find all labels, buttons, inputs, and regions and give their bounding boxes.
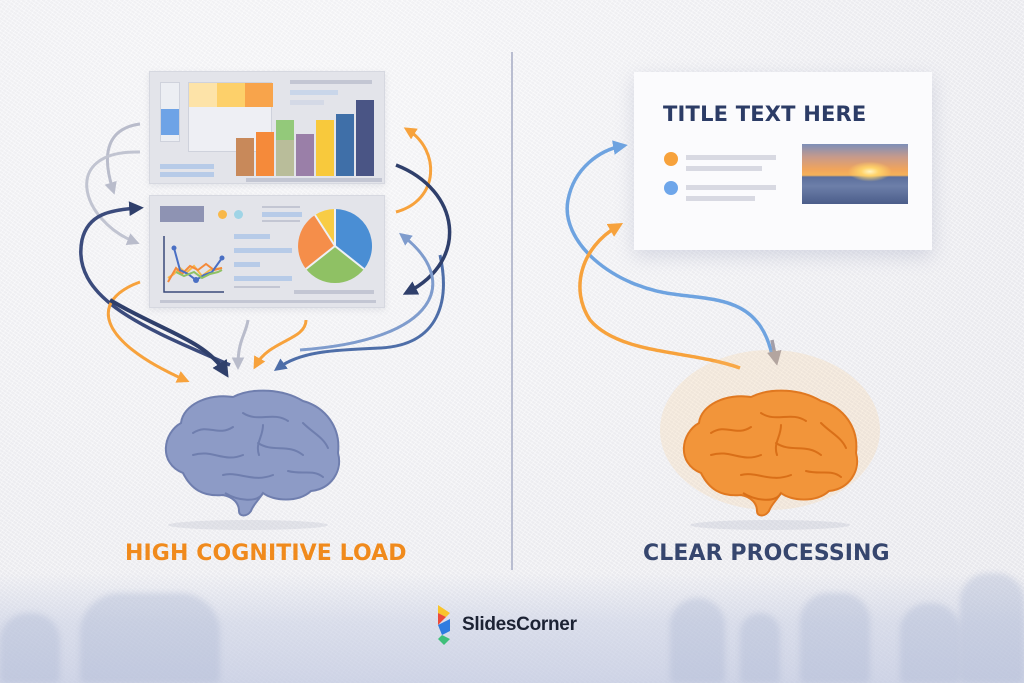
slidescorner-logo-icon bbox=[438, 605, 450, 645]
slide-preview-card: TITLE TEXT HERE bbox=[634, 72, 932, 250]
line-chart bbox=[163, 236, 225, 293]
brain-icon-overloaded bbox=[164, 389, 341, 530]
legend-dot-teal bbox=[234, 210, 243, 219]
brand-logo: SlidesCorner bbox=[436, 605, 577, 645]
right-arrows bbox=[565, 140, 782, 370]
blurred-meeting-room-background bbox=[0, 573, 1024, 683]
dashboard-bottom-panel bbox=[149, 195, 385, 308]
brand-name: SlidesCorner bbox=[462, 614, 577, 635]
clear-processing-label: CLEAR PROCESSING bbox=[643, 541, 890, 566]
dashboard-top-panel bbox=[149, 71, 385, 184]
bullet-dot-blue bbox=[664, 181, 678, 195]
left-arrows bbox=[79, 122, 452, 383]
slide-title: TITLE TEXT HERE bbox=[663, 102, 867, 126]
bar-chart bbox=[236, 100, 374, 176]
sunset-image bbox=[802, 144, 908, 204]
pie-chart bbox=[298, 209, 373, 284]
legend-dot-orange bbox=[218, 210, 227, 219]
bullet-dot-orange bbox=[664, 152, 678, 166]
kpi-block bbox=[160, 206, 204, 222]
high-cognitive-load-label: HIGH COGNITIVE LOAD bbox=[125, 541, 407, 566]
vertical-gauge bbox=[160, 82, 180, 142]
brain-icon-clear bbox=[660, 350, 880, 530]
center-divider bbox=[511, 52, 513, 570]
